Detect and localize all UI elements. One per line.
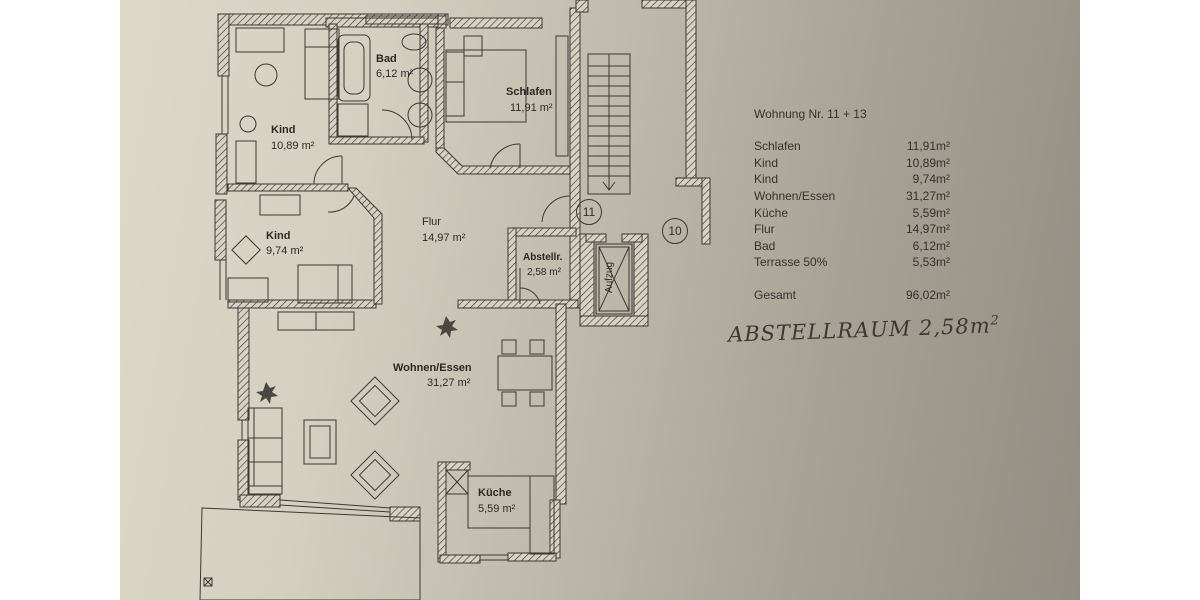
room-label-abstellraum: Abstellr. xyxy=(523,252,563,263)
room-area-wohnen-essen: 31,27 m² xyxy=(427,377,471,389)
area-row-value: 6,12m² xyxy=(912,239,950,253)
area-table-title: Wohnung Nr. 11 + 13 xyxy=(754,107,867,121)
area-row-name: Bad xyxy=(754,239,776,253)
area-row-name: Wohnen/Essen xyxy=(754,189,836,203)
area-row-value: 10,89m² xyxy=(905,156,950,170)
room-area-abstellraum: 2,58 m² xyxy=(527,267,561,278)
area-row-name: Kind xyxy=(754,156,779,170)
room-label-flur: Flur xyxy=(422,216,441,228)
room-label-kueche: Küche xyxy=(478,487,512,499)
area-row-name: Schlafen xyxy=(754,139,801,153)
area-row-value: 14,97m² xyxy=(905,222,950,236)
room-label-bad: Bad xyxy=(376,53,397,65)
apartment-number-11-marker: 11 xyxy=(576,199,602,225)
area-row-name: Kind xyxy=(754,172,779,186)
apartment-number-10-marker: 10 xyxy=(662,218,688,244)
area-row: Küche 5,59m² xyxy=(754,206,950,222)
room-area-kind-1: 10,89 m² xyxy=(271,140,315,152)
wall-left xyxy=(217,13,230,77)
room-area-kueche: 5,59 m² xyxy=(478,503,516,515)
furniture xyxy=(227,27,633,555)
room-label-wohnen-essen: Wohnen/Essen xyxy=(393,362,472,374)
area-total-name: Gesamt xyxy=(754,288,797,302)
room-area-flur: 14,97 m² xyxy=(422,232,466,244)
area-row-name: Flur xyxy=(754,222,775,236)
area-row: Kind 10,89m² xyxy=(754,156,950,172)
room-area-bad: 6,12 m² xyxy=(376,68,414,80)
area-row-value: 9,74m² xyxy=(912,172,950,186)
area-row: Terrasse 50% 5,53m² xyxy=(754,255,950,271)
room-label-kind-2: Kind xyxy=(266,230,291,242)
room-area-kind-2: 9,74 m² xyxy=(266,245,304,257)
area-row-name: Küche xyxy=(754,206,789,220)
area-row-value: 5,59m² xyxy=(912,206,950,220)
area-row: Flur 14,97m² xyxy=(754,222,950,238)
floor-plan-drawing xyxy=(199,0,711,600)
elevator-label: Aufzug xyxy=(604,261,616,294)
room-area-schlafen: 11,91 m² xyxy=(510,102,553,114)
area-row: Wohnen/Essen 31,27m² xyxy=(754,189,950,205)
area-row: Bad 6,12m² xyxy=(754,239,950,255)
area-row-name: Terrasse 50% xyxy=(754,255,828,269)
area-row-value: 5,53m² xyxy=(912,255,950,269)
floor-plan-photo: Kind 10,89 m² Bad 6,12 m² Schlafen 11,91… xyxy=(120,0,1080,600)
plant-icons xyxy=(256,316,458,404)
area-row-value: 31,27m² xyxy=(905,189,950,203)
room-label-schlafen: Schlafen xyxy=(506,86,552,98)
area-total-row: Gesamt 96,02m² xyxy=(754,288,950,304)
area-row-value: 11,91m² xyxy=(906,139,950,153)
wall-stair-left xyxy=(569,7,581,309)
area-total-value: 96,02m² xyxy=(905,288,950,302)
terrace-outline xyxy=(199,507,421,600)
handwritten-note-superscript: 2 xyxy=(990,313,1001,329)
room-label-kind-1: Kind xyxy=(271,124,296,136)
area-row: Kind 9,74m² xyxy=(754,172,950,188)
area-row: Schlafen 11,91m² xyxy=(754,139,950,155)
